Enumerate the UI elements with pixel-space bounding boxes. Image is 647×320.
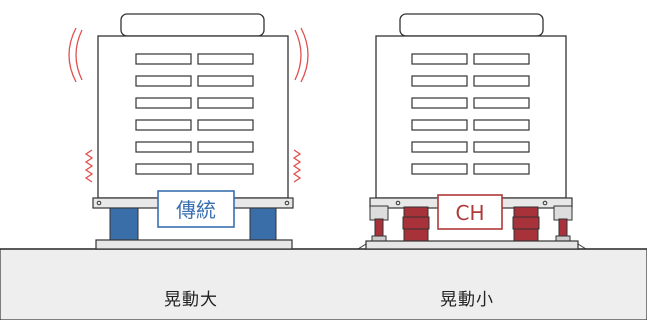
bracket-right-2 (553, 205, 573, 221)
badge-label-right: CH (455, 201, 484, 225)
damper-mount-right-2 (512, 206, 540, 242)
unit-body-right (375, 35, 567, 199)
left-unit: 傳統 (68, 13, 309, 250)
vibration-lines-left (68, 27, 309, 183)
bracket-right-1 (369, 205, 389, 221)
right-unit: CH (357, 13, 587, 250)
badge-box-left (157, 190, 235, 228)
badge-box-right (437, 194, 503, 230)
badge-label-left: 傳統 (176, 198, 216, 222)
mount-block-left-2 (249, 207, 277, 241)
caption-left: 晃動大 (164, 290, 218, 310)
unit-body-left (97, 35, 289, 199)
unit-top-cap-left (120, 13, 265, 37)
spring-isolator-right-2 (555, 218, 571, 242)
louvers-left (135, 53, 254, 175)
damper-mount-right-1 (402, 206, 430, 242)
pad-right (365, 240, 579, 250)
louvers-right (411, 53, 530, 175)
pad-left (95, 239, 293, 250)
ground (0, 248, 647, 320)
unit-top-cap-right (399, 13, 544, 37)
spring-isolator-right-1 (371, 218, 387, 242)
mount-block-left-1 (109, 207, 139, 241)
caption-right: 晃動小 (440, 290, 494, 310)
